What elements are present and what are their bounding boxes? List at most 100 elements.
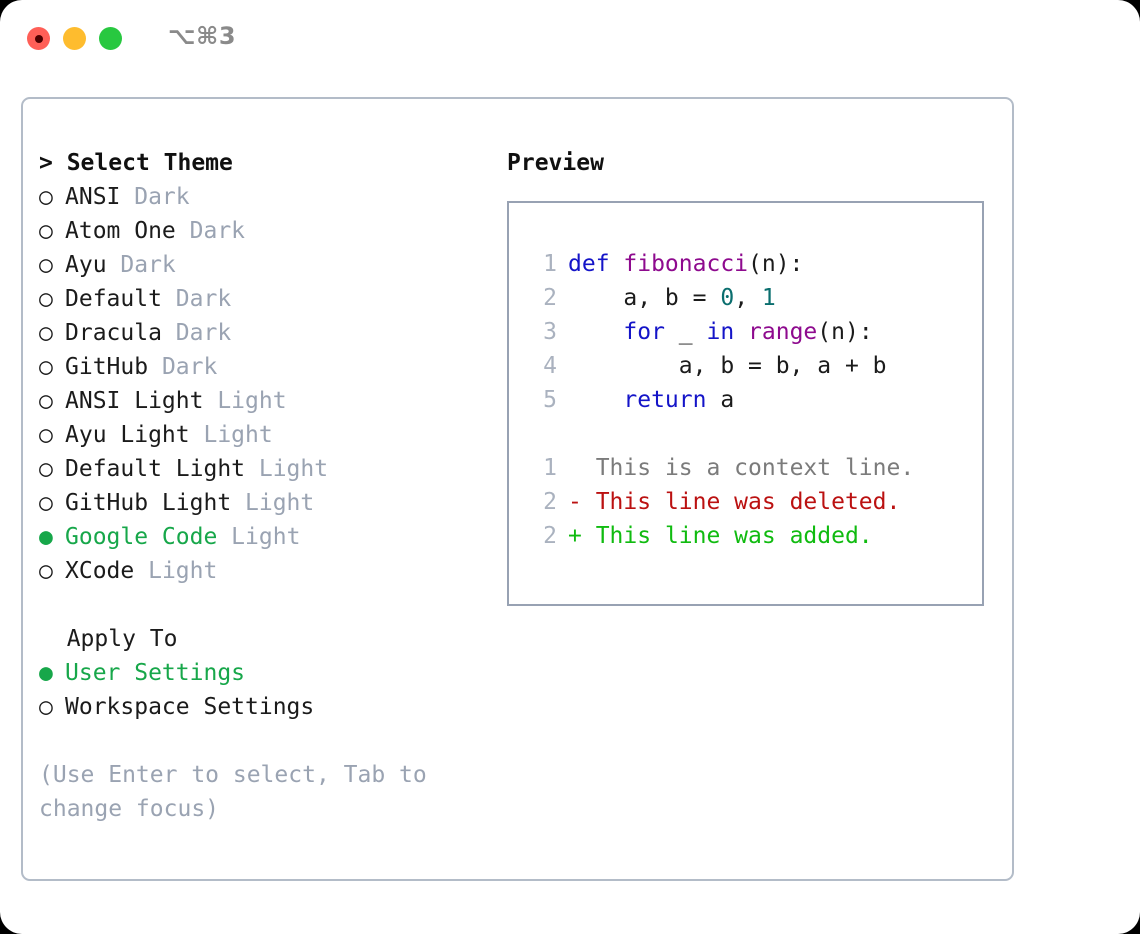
hint-spacer (39, 724, 488, 758)
theme-option-suffix: Dark (161, 286, 232, 312)
apply-to-header-label: Apply To (66, 626, 178, 652)
select-theme-header: > Select Theme (39, 146, 488, 180)
select-theme-header-prefix: > (39, 150, 67, 176)
code-token-plain (568, 387, 623, 413)
theme-option-label: Atom One (65, 218, 176, 244)
traffic-light-group (27, 27, 122, 50)
minimize-button-icon[interactable] (63, 27, 86, 50)
theme-option-label: Default (65, 286, 162, 312)
diff-line-number: 2 (543, 523, 557, 549)
diff-sample: 1 This is a context line.2- This line wa… (529, 451, 982, 553)
radio-unselected-icon: ○ (39, 456, 53, 482)
diff-line-del: 2- This line was deleted. (529, 485, 982, 519)
radio-unselected-icon: ○ (39, 694, 53, 720)
theme-option-6[interactable]: ○ANSI Light Light (39, 384, 488, 418)
theme-option-label: GitHub Light (65, 490, 232, 516)
apply-option-1[interactable]: ○Workspace Settings (39, 690, 488, 724)
theme-option-suffix: Dark (120, 184, 190, 210)
theme-option-5[interactable]: ○ GitHub Dark (39, 350, 488, 384)
diff-line-ctx: 1 This is a context line. (529, 451, 982, 485)
code-line: 2 a, b = 0, 1 (529, 281, 982, 315)
diff-marker (568, 455, 596, 481)
close-button-icon[interactable] (27, 27, 50, 50)
diff-spacer (529, 417, 982, 451)
radio-unselected-icon: ○ (39, 558, 53, 584)
theme-option-suffix: Light (134, 558, 218, 584)
code-token-plain: a (706, 387, 735, 413)
code-token-plain: (n): (817, 319, 873, 345)
radio-unselected-icon: ○ (39, 354, 53, 380)
diff-line-number: 2 (543, 489, 557, 515)
diff-text: This is a context line. (595, 455, 915, 481)
window-shortcut-label: ⌥⌘3 (168, 22, 237, 50)
code-token-fn: range (748, 319, 818, 345)
code-line-number: 2 (543, 285, 557, 311)
dialog-panel: > Select Theme ○ANSI Dark○Atom One Dark○… (21, 97, 1014, 881)
code-line: 3 for _ in range(n): (529, 315, 982, 349)
radio-selected-icon: ● (39, 660, 53, 686)
theme-option-11[interactable]: ○XCode Light (39, 554, 488, 588)
code-token-kw: return (623, 387, 707, 413)
diff-marker: + (568, 523, 596, 549)
radio-unselected-icon: ○ (39, 184, 53, 210)
theme-option-suffix: Dark (175, 218, 246, 244)
radio-unselected-icon: ○ (39, 422, 53, 448)
code-line: 4 a, b = b, a + b (529, 349, 982, 383)
radio-unselected-icon: ○ (39, 388, 53, 414)
title-bar: ⌥⌘3 (0, 0, 1140, 78)
theme-option-3[interactable]: ○ Default Dark (39, 282, 488, 316)
code-token-kw: def (568, 251, 624, 277)
code-token-num: 1 (761, 285, 776, 311)
theme-option-9[interactable]: ○GitHub Light Light (39, 486, 488, 520)
code-token-plain: a, b = (568, 285, 721, 311)
theme-option-suffix: Dark (148, 354, 218, 380)
diff-marker: - (568, 489, 596, 515)
theme-option-suffix: Dark (161, 320, 232, 346)
theme-selection-column: > Select Theme ○ANSI Dark○Atom One Dark○… (23, 99, 488, 879)
keyboard-hint-text: (Use Enter to select, Tab to change focu… (39, 762, 441, 822)
radio-unselected-icon: ○ (39, 218, 53, 244)
theme-option-label: ANSI (65, 184, 121, 210)
theme-option-label: Ayu Light (65, 422, 190, 448)
theme-option-label: Default Light (65, 456, 246, 482)
code-line-number: 5 (543, 387, 557, 413)
theme-option-label: Google Code (65, 524, 218, 550)
theme-option-0[interactable]: ○ ANSI Dark (39, 180, 488, 214)
theme-option-2[interactable]: ○Ayu Dark (39, 248, 488, 282)
theme-option-1[interactable]: ○ Atom One Dark (39, 214, 488, 248)
code-line-number: 1 (543, 251, 557, 277)
code-token-plain (568, 319, 623, 345)
apply-option-0[interactable]: ●User Settings (39, 656, 488, 690)
radio-unselected-icon: ○ (39, 252, 53, 278)
section-spacer (39, 588, 488, 622)
theme-option-4[interactable]: ○Dracula Dark (39, 316, 488, 350)
code-token-plain: , (734, 285, 762, 311)
theme-option-7[interactable]: ○ Ayu Light Light (39, 418, 488, 452)
code-token-plain (734, 319, 748, 345)
theme-option-label: Ayu (65, 252, 107, 278)
diff-text: This line was added. (595, 523, 873, 549)
diff-line-number: 1 (543, 455, 557, 481)
radio-unselected-icon: ○ (39, 490, 53, 516)
preview-title: Preview (507, 150, 604, 176)
theme-option-8[interactable]: ○Default Light Light (39, 452, 488, 486)
maximize-button-icon[interactable] (99, 27, 122, 50)
theme-option-suffix: Light (189, 422, 273, 448)
diff-line-add: 2 + This line was added. (529, 519, 982, 553)
code-line-number: 3 (543, 319, 557, 345)
radio-unselected-icon: ○ (39, 286, 53, 312)
theme-list: ○ ANSI Dark ○ Atom One Dark ○ Ayu Dark ○ Defaul… (39, 180, 488, 588)
radio-unselected-icon: ○ (39, 320, 53, 346)
code-token-num: 0 (720, 285, 735, 311)
apply-to-header: Apply To (39, 622, 488, 656)
theme-option-10[interactable]: ●Google Code Light (39, 520, 488, 554)
code-token-plain: _ (664, 319, 707, 345)
theme-option-label: GitHub (65, 354, 149, 380)
theme-option-suffix: Light (217, 524, 301, 550)
code-line-number: 4 (543, 353, 557, 379)
